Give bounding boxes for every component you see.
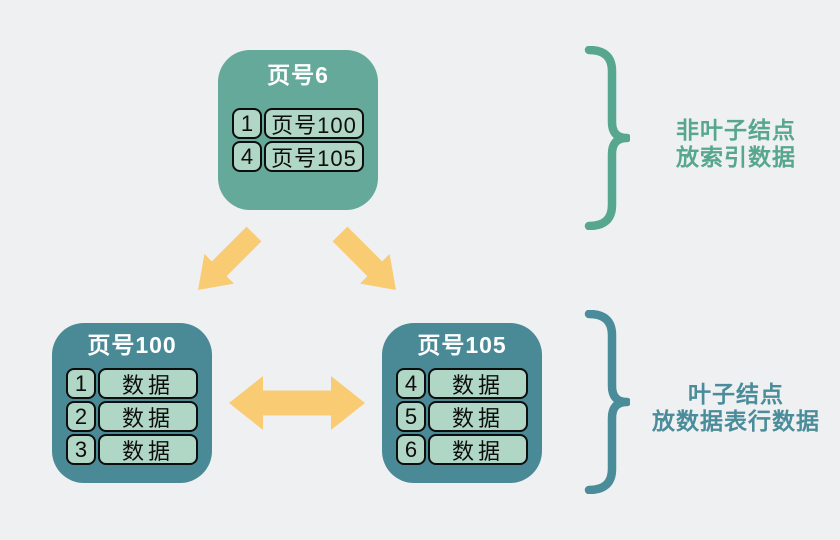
leaf-page-node-105: 页号105 4 数据 5 数据 6 数据 [382, 323, 542, 483]
left-right-arrow-icon [229, 376, 365, 430]
data-cell: 数据 [428, 401, 528, 432]
leaf-page-title: 页号100 [87, 332, 177, 358]
leaf-data-rows: 4 数据 5 数据 6 数据 [396, 368, 528, 465]
root-page-node: 页号6 1 页号100 4 页号105 [218, 50, 378, 210]
data-cell: 数据 [98, 434, 198, 465]
data-cell: 数据 [98, 401, 198, 432]
data-row: 6 数据 [396, 434, 528, 465]
key-cell: 5 [396, 401, 426, 432]
data-row: 3 数据 [66, 434, 198, 465]
index-row: 1 页号100 [232, 108, 364, 139]
page-pointer-cell: 页号105 [264, 141, 364, 172]
data-row: 4 数据 [396, 368, 528, 399]
root-index-rows: 1 页号100 4 页号105 [232, 108, 364, 172]
index-row: 4 页号105 [232, 141, 364, 172]
key-cell: 4 [396, 368, 426, 399]
data-row: 2 数据 [66, 401, 198, 432]
annotation-line: 放索引数据 [676, 144, 796, 170]
key-cell: 1 [66, 368, 96, 399]
curly-brace-icon [584, 310, 630, 494]
annotation-line: 非叶子结点 [676, 117, 796, 143]
key-cell: 2 [66, 401, 96, 432]
non-leaf-annotation: 非叶子结点 放索引数据 [611, 117, 840, 171]
curly-brace-icon [584, 46, 630, 230]
key-cell: 3 [66, 434, 96, 465]
down-right-arrow-icon [332, 226, 396, 290]
key-cell: 4 [232, 141, 262, 172]
data-row: 5 数据 [396, 401, 528, 432]
data-cell: 数据 [98, 368, 198, 399]
key-cell: 6 [396, 434, 426, 465]
data-cell: 数据 [428, 368, 528, 399]
leaf-data-rows: 1 数据 2 数据 3 数据 [66, 368, 198, 465]
leaf-page-node-100: 页号100 1 数据 2 数据 3 数据 [52, 323, 212, 483]
annotation-line: 叶子结点 [688, 381, 784, 407]
root-page-title: 页号6 [267, 62, 329, 88]
key-cell: 1 [232, 108, 262, 139]
page-pointer-cell: 页号100 [264, 108, 364, 139]
down-left-arrow-icon [198, 226, 262, 290]
leaf-annotation: 叶子结点 放数据表行数据 [611, 381, 840, 435]
data-cell: 数据 [428, 434, 528, 465]
leaf-page-title: 页号105 [417, 332, 507, 358]
data-row: 1 数据 [66, 368, 198, 399]
annotation-line: 放数据表行数据 [652, 408, 820, 434]
